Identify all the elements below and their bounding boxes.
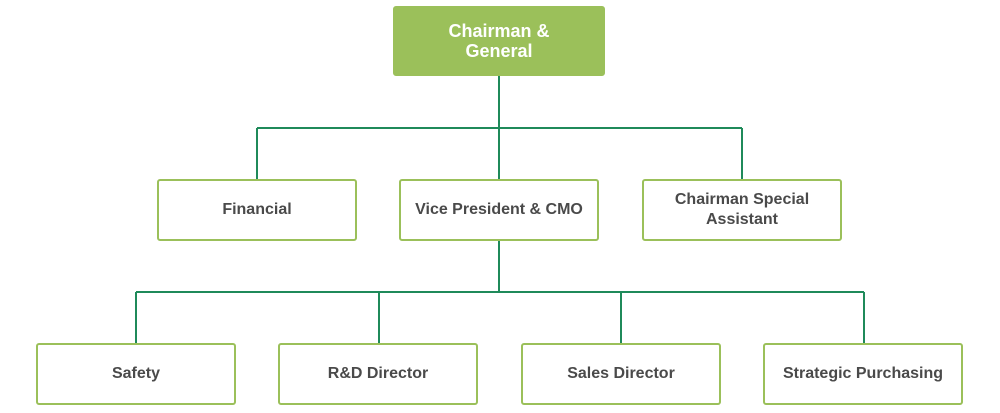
node-safety: Safety	[36, 343, 236, 405]
node-financial: Financial	[157, 179, 357, 241]
node-label: R&D Director	[327, 365, 429, 382]
node-sales-director: Sales Director	[521, 343, 721, 405]
node-vice-president-cmo: Vice President & CMO	[399, 179, 599, 241]
node-label: Chairman & General	[448, 21, 550, 61]
node-chairman-general: Chairman & General	[393, 6, 605, 76]
node-label: Strategic Purchasing	[782, 365, 944, 382]
node-label: Financial	[222, 201, 292, 218]
node-rd-director: R&D Director	[278, 343, 478, 405]
node-label: Chairman Special Assistant	[674, 191, 810, 228]
node-label: Safety	[111, 365, 161, 382]
node-label: Vice President & CMO	[415, 201, 583, 218]
node-chairman-special-assistant: Chairman Special Assistant	[642, 179, 842, 241]
node-strategic-purchasing: Strategic Purchasing	[763, 343, 963, 405]
node-label: Sales Director	[567, 365, 675, 382]
